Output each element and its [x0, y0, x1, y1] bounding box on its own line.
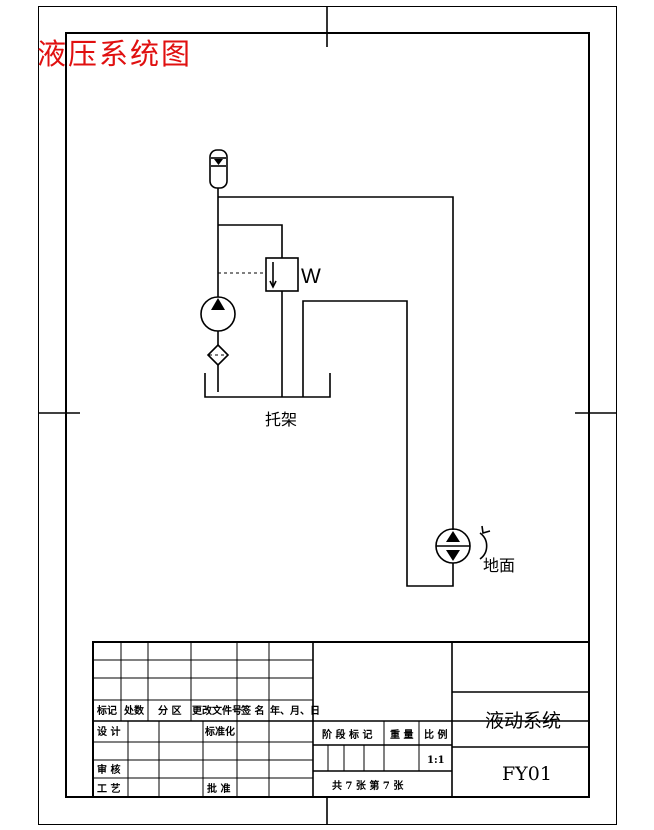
hydraulic-circuit: W 托架	[200, 149, 515, 587]
tb-change-doc: 更改文件号	[192, 704, 242, 717]
centering-marks	[38, 6, 617, 824]
tank-icon	[204, 373, 331, 398]
inner-frame	[65, 32, 590, 798]
tb-scale-value: 1:1	[427, 755, 445, 766]
tb-count: 处数	[123, 704, 145, 717]
bracket-label: 托架	[265, 410, 297, 429]
tb-sign: 签 名	[240, 704, 264, 717]
tb-review: 审 核	[97, 763, 120, 776]
tb-scale: 比 例	[424, 728, 447, 741]
relief-valve-icon: W	[265, 257, 321, 292]
tb-weight: 重 量	[390, 728, 413, 741]
tb-drawing-name: 液动系统	[485, 710, 561, 732]
valve-w-label: W	[301, 265, 321, 288]
ground-label: 地面	[483, 556, 515, 575]
tb-stage-mark: 阶 段 标 记	[322, 728, 372, 741]
tb-standardization: 标准化	[204, 725, 235, 738]
tb-date: 年、月、日	[270, 704, 320, 717]
filter-icon	[206, 343, 230, 367]
tb-mark: 标记	[96, 704, 117, 717]
pump-icon	[200, 296, 236, 332]
title-block: 标记 处数 分 区 更改文件号 签 名 年、月、日 设 计 标准化 审 核 工 …	[92, 641, 590, 798]
hydraulic-cylinder-icon	[209, 149, 228, 189]
drawing-title: 液压系统图	[37, 37, 192, 71]
tb-design: 设 计	[97, 725, 120, 738]
hydraulic-motor-icon	[435, 525, 491, 564]
outer-border	[38, 6, 617, 825]
tb-process: 工 艺	[97, 782, 120, 795]
tb-approve: 批 准	[207, 782, 230, 795]
tb-drawing-number: FY01	[502, 763, 552, 785]
tb-zone: 分 区	[158, 704, 181, 717]
tb-sheet-info: 共 7 张 第 7 张	[332, 779, 404, 792]
